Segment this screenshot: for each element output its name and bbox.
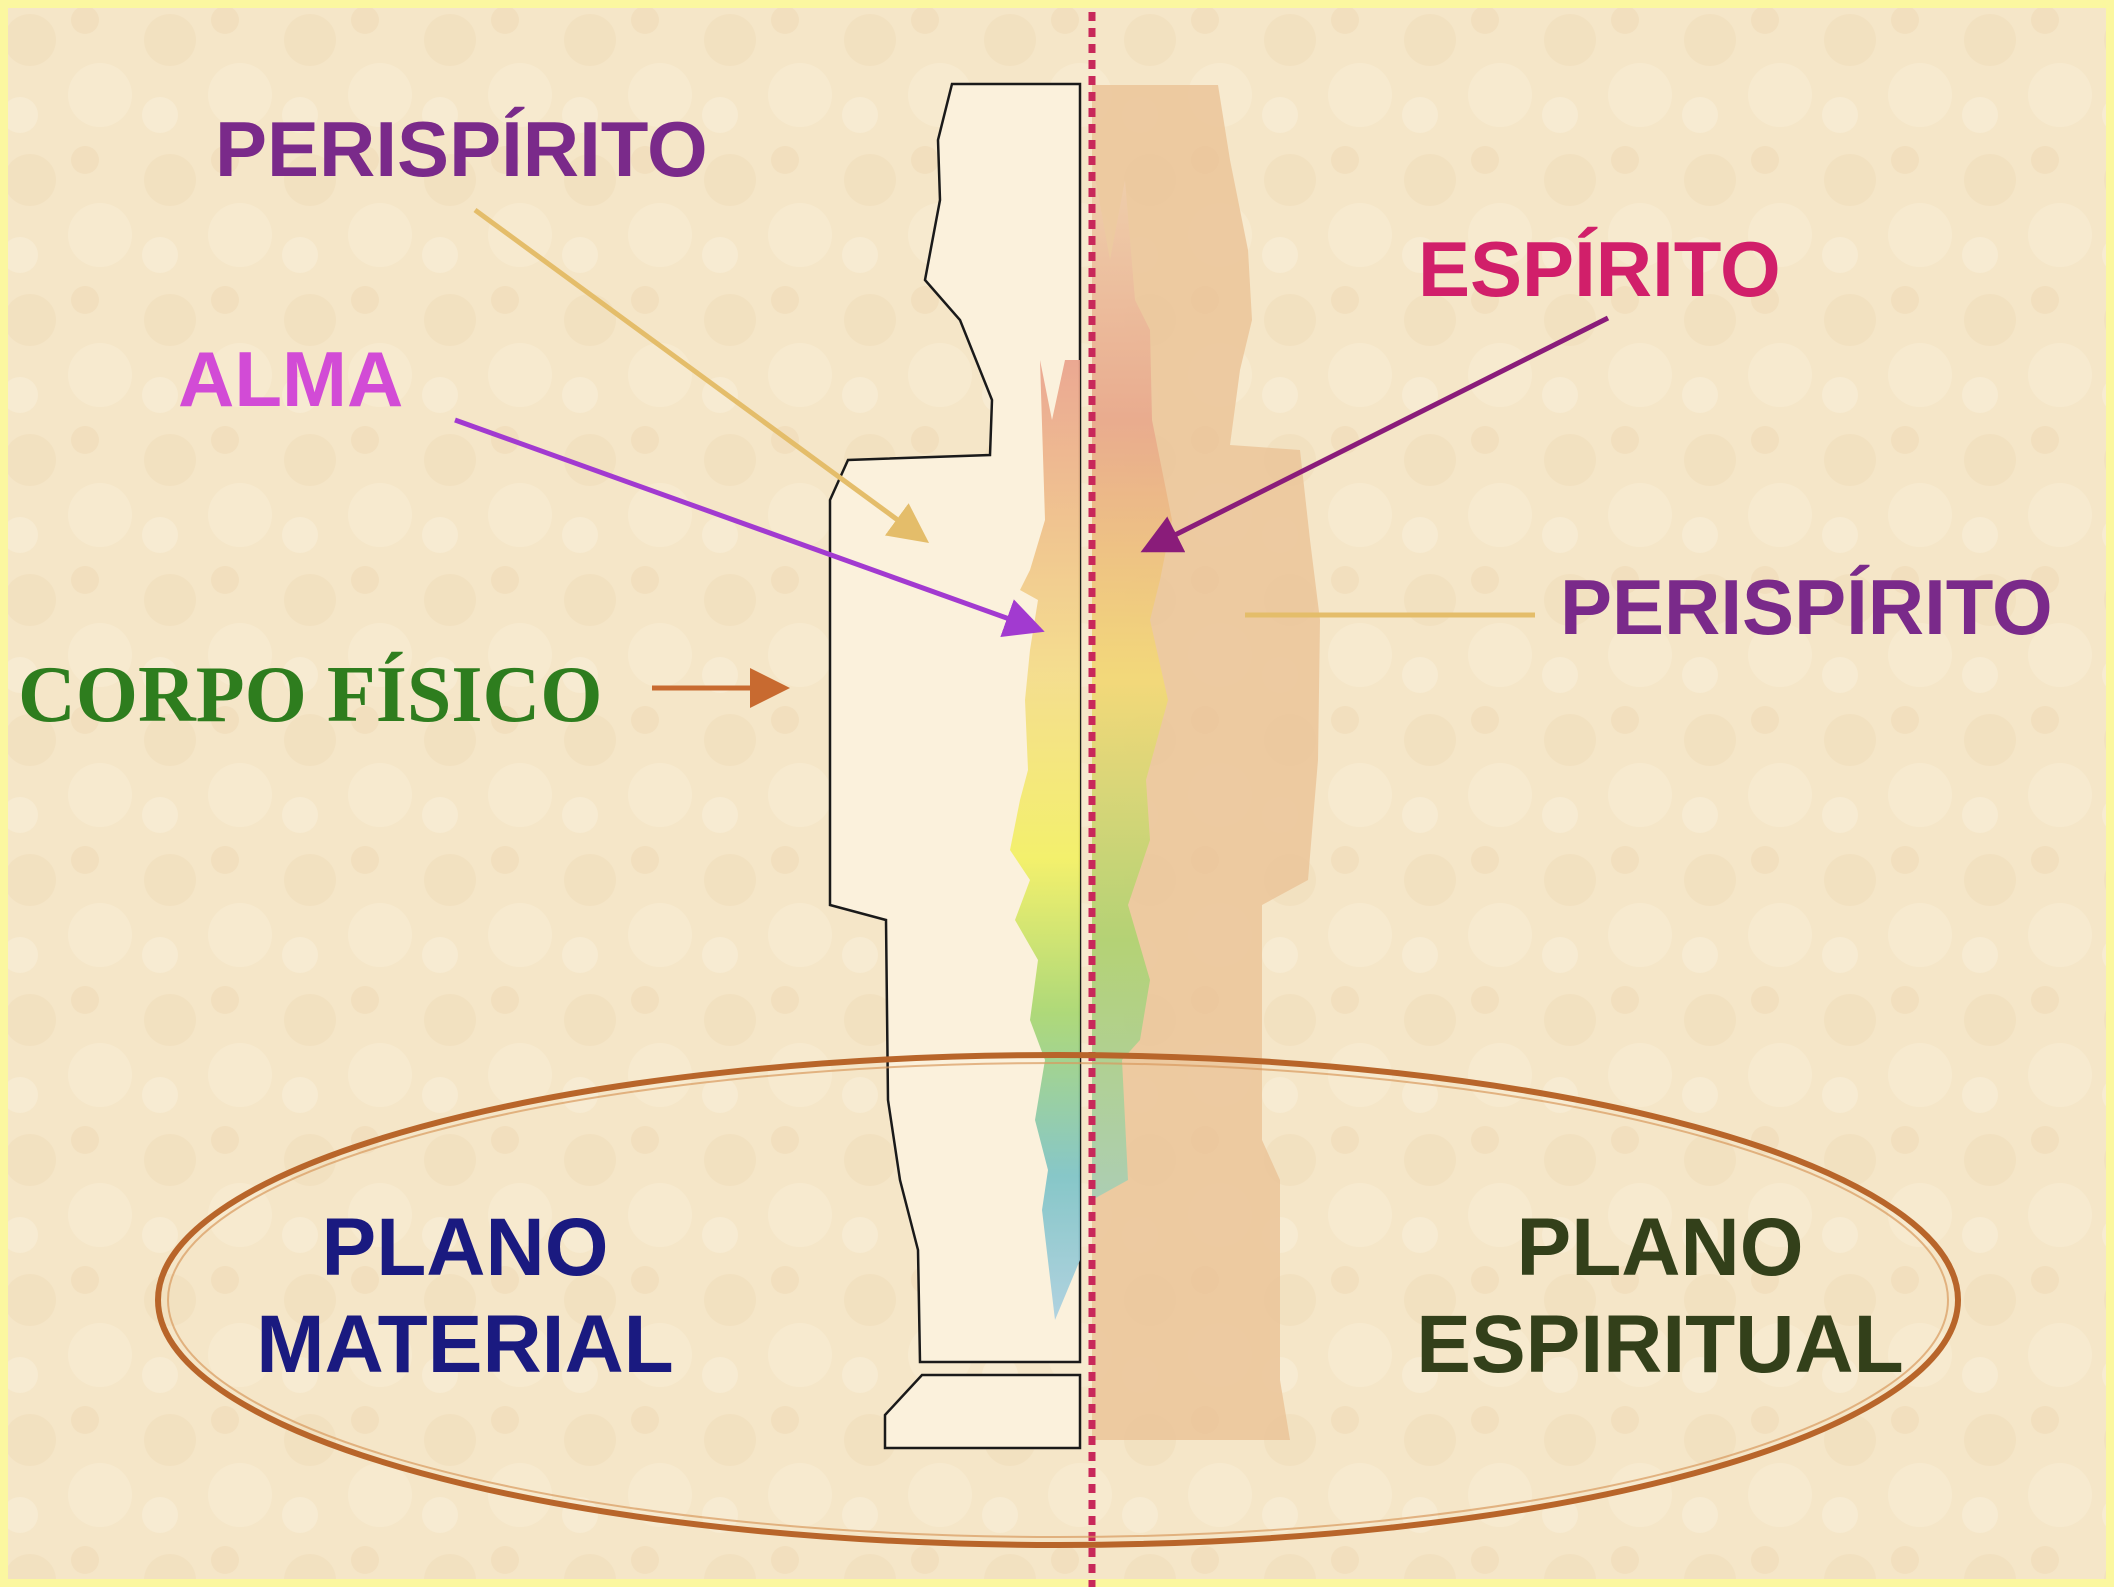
- plano-material-line-2: MATERIAL: [250, 1297, 680, 1394]
- label-perispirito-left: PERISPÍRITO: [215, 110, 708, 188]
- plano-espiritual-line-1: PLANO: [1410, 1200, 1910, 1297]
- label-perispirito-right: PERISPÍRITO: [1560, 568, 2053, 646]
- plano-espiritual-line-2: ESPIRITUAL: [1410, 1297, 1910, 1394]
- label-plano-espiritual: PLANO ESPIRITUAL: [1410, 1200, 1910, 1394]
- label-espirito: ESPÍRITO: [1418, 230, 1781, 308]
- label-corpo-fisico: CORPO FÍSICO: [18, 655, 603, 735]
- plano-material-line-1: PLANO: [250, 1200, 680, 1297]
- body-pedestal: [885, 1375, 1080, 1448]
- label-plano-material: PLANO MATERIAL: [250, 1200, 680, 1394]
- label-alma: ALMA: [178, 340, 403, 418]
